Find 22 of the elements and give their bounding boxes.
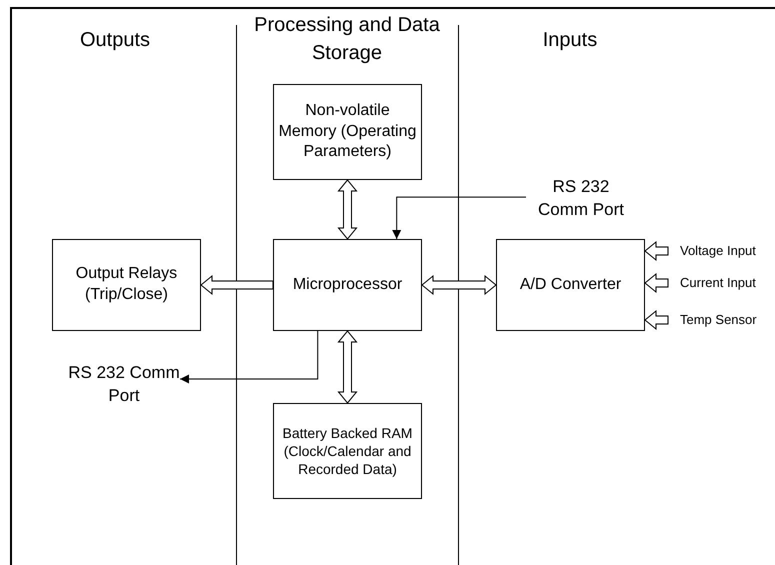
input-label: Current Input [668,273,775,293]
block-arrow [644,272,668,294]
block-arrow [200,274,274,296]
column-heading: Inputs [542,28,598,53]
input-label: Voltage Input [668,241,775,261]
arrow [392,196,526,240]
block-arrow [421,274,497,296]
column-heading: Processing and Data Storage [253,13,441,66]
processor-box: Microprocessor [273,239,422,331]
memory-box: Non-volatile Memory (Operating Parameters) [273,84,422,180]
port-label: RS 232 Comm Port [68,362,180,408]
relay-box: Output Relays (Trip/Close) [52,239,201,331]
block-arrow [337,330,358,404]
block-arrow [644,240,668,262]
converter-box: A/D Converter [496,239,645,331]
ram-box: Battery Backed RAM (Clock/Calendar and Recorded Data) [273,403,422,499]
arrow [180,330,318,384]
column-heading: Outputs [78,28,152,53]
input-label: Temp Sensor [668,310,775,330]
block-arrow [337,179,358,240]
block-arrow [644,310,668,330]
port-label: RS 232 Comm Port [526,176,636,222]
